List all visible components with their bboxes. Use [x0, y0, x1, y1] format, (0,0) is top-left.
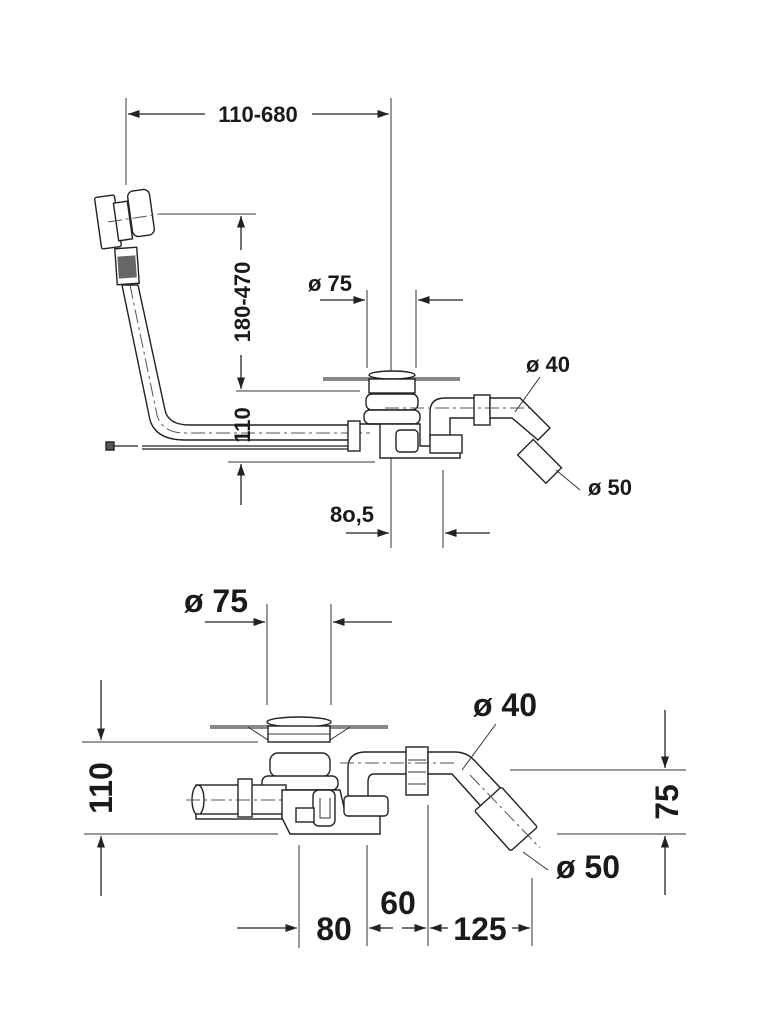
bottom-view: ø 75 110 [82, 583, 686, 948]
dimension-diameter-75-top: ø 75 [308, 271, 463, 368]
dimension-80-5: 8o,5 [330, 470, 490, 548]
dimension-75: 75 [510, 710, 686, 895]
waste-body-bottom [186, 716, 541, 851]
dimension-110-top: 110 [228, 407, 375, 505]
dimension-180-470: 180-470 [160, 213, 360, 392]
dimension-diameter-75-bottom: ø 75 [184, 583, 392, 705]
label-diameter-40-top: ø 40 [526, 352, 570, 377]
label-diameter-40-bottom: ø 40 [473, 687, 537, 723]
label-80: 80 [316, 911, 352, 947]
label-diameter-75-top: ø 75 [308, 271, 352, 296]
overflow-head [94, 188, 161, 286]
label-180-470: 180-470 [230, 262, 255, 343]
label-80-5: 8o,5 [330, 502, 374, 527]
dimension-110-680: 110-680 [125, 98, 392, 548]
label-diameter-75-bottom: ø 75 [184, 583, 248, 619]
label-60: 60 [380, 885, 416, 921]
label-110-bottom: 110 [83, 762, 119, 814]
label-diameter-50-top: ø 50 [588, 475, 632, 500]
dimension-chain-bottom: 80 60 125 [237, 805, 533, 948]
waste-body-top [323, 370, 563, 485]
dimension-110-bottom: 110 [82, 680, 278, 896]
label-125: 125 [453, 911, 506, 947]
label-diameter-50-bottom: ø 50 [556, 849, 620, 885]
label-75: 75 [649, 784, 685, 820]
top-view: 110-680 180-470 [94, 98, 632, 548]
label-110-680: 110-680 [218, 102, 298, 127]
label-110-top: 110 [230, 407, 255, 443]
